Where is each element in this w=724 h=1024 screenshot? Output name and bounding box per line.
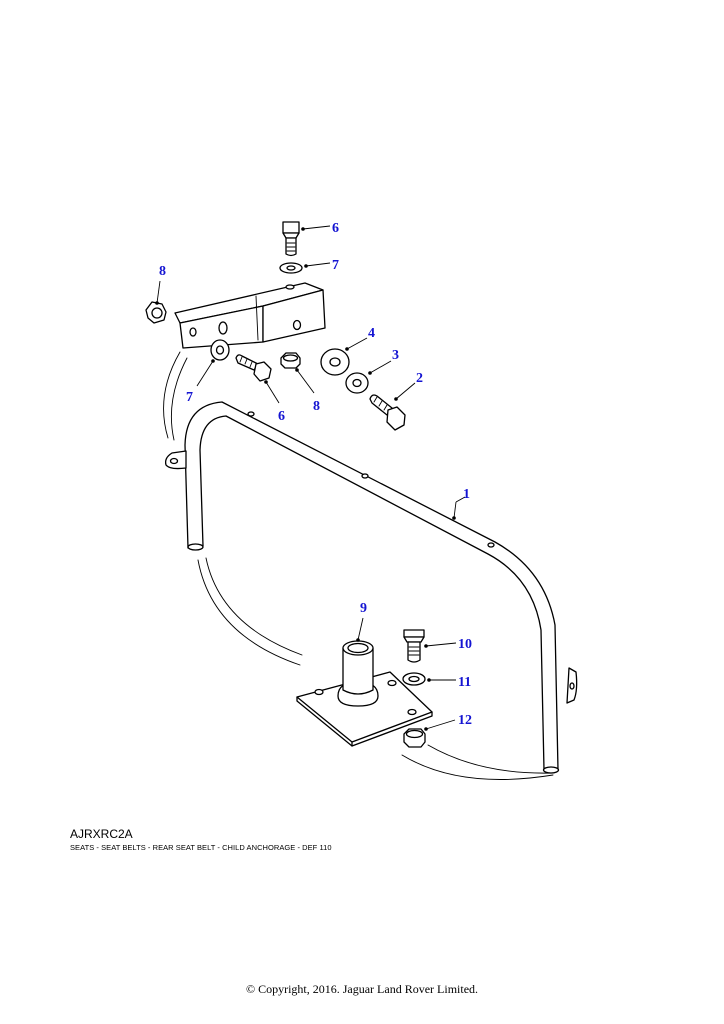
callout-8-lower: 8 <box>313 399 320 414</box>
copyright-notice: © Copyright, 2016. Jaguar Land Rover Lim… <box>245 982 479 996</box>
callout-9: 9 <box>360 601 367 616</box>
washer-top <box>279 262 303 274</box>
nut-left <box>145 301 167 324</box>
floor-anchor <box>296 640 433 747</box>
callout-12: 12 <box>458 713 472 728</box>
diagram-code: AJRXRC2A <box>70 827 133 841</box>
callout-8-left: 8 <box>159 264 166 279</box>
bolt-10 <box>403 629 425 663</box>
callout-6-lower: 6 <box>278 409 285 424</box>
mounting-bracket <box>174 282 326 349</box>
callout-7-lower: 7 <box>186 390 193 405</box>
callout-1: 1 <box>463 487 470 502</box>
bolt-2 <box>369 394 406 431</box>
callout-4: 4 <box>368 326 375 341</box>
washer-3 <box>345 372 369 394</box>
callout-labels: 1 2 3 4 6 7 8 7 6 8 9 10 11 12 <box>159 221 472 728</box>
callout-2: 2 <box>416 371 423 386</box>
leader-lines <box>156 225 466 730</box>
washer-lower <box>210 339 230 361</box>
bolt-top <box>282 221 300 257</box>
washer-11 <box>402 672 426 686</box>
assembly-guide-lines <box>163 351 554 780</box>
callout-11: 11 <box>458 675 471 690</box>
bolt-lower <box>235 354 272 382</box>
nut-12 <box>403 728 426 748</box>
anchorage-bar <box>164 401 578 774</box>
nut-lower <box>280 352 301 369</box>
diagram-description: SEATS - SEAT BELTS - REAR SEAT BELT - CH… <box>70 843 332 852</box>
callout-10: 10 <box>458 637 472 652</box>
callout-3: 3 <box>392 348 399 363</box>
callout-7-top: 7 <box>332 258 339 273</box>
leader-dots <box>155 227 456 731</box>
callout-6-top: 6 <box>332 221 339 236</box>
washer-large <box>320 348 350 376</box>
